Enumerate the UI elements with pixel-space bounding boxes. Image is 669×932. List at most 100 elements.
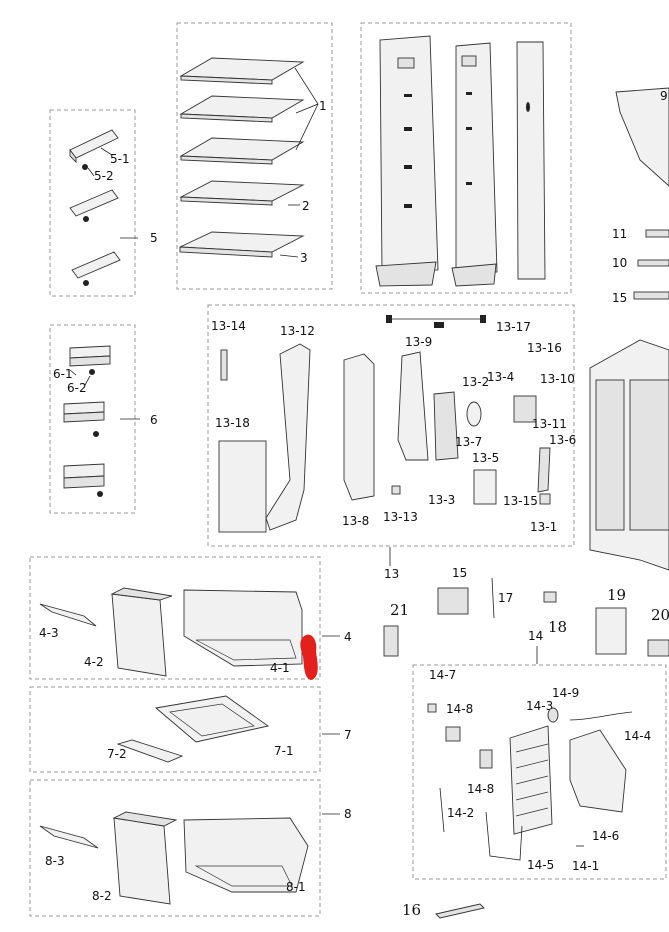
label-13-2: 13-2 — [462, 375, 489, 389]
part-13-17-harness — [386, 315, 486, 328]
label-18: 18 — [548, 618, 567, 636]
part-14-3-evaporator — [509, 725, 553, 835]
part-4-1-crisper-drawer — [183, 589, 303, 667]
label-7: 7 — [344, 728, 352, 742]
label-13-17: 13-17 — [496, 320, 531, 334]
label-10: 10 — [612, 256, 627, 270]
label-14-5: 14-5 — [527, 858, 554, 872]
label-13-3: 13-3 — [428, 493, 455, 507]
label-19: 19 — [607, 586, 626, 604]
door-frame-panel — [451, 42, 498, 287]
label-5-1: 5-1 — [110, 152, 130, 166]
label-14-8-bottom: 14-8 — [467, 782, 494, 796]
label-3: 3 — [300, 251, 308, 265]
label-13-14: 13-14 — [211, 319, 246, 333]
door-bin-6b — [63, 401, 105, 437]
label-5-2: 5-2 — [94, 169, 114, 183]
red-annotation-mark — [300, 634, 318, 680]
part-14-4-wire — [569, 711, 633, 721]
part-18 — [543, 591, 557, 603]
part-4-3-cover — [39, 603, 97, 627]
label-6: 6 — [150, 413, 158, 427]
label-15-top: 15 — [612, 291, 627, 305]
door-bin-6c — [63, 463, 105, 497]
part-8-3-cover — [39, 825, 99, 849]
label-13-8: 13-8 — [342, 514, 369, 528]
label-13-1: 13-1 — [530, 520, 557, 534]
label-14-9: 14-9 — [552, 686, 579, 700]
part-16 — [435, 903, 485, 919]
label-7-2: 7-2 — [107, 747, 127, 761]
label-13-4: 13-4 — [487, 370, 514, 384]
label-21: 21 — [390, 601, 409, 619]
part-14-9 — [547, 707, 559, 723]
door-bin-5c — [71, 251, 121, 286]
glass-shelf-1c — [179, 137, 305, 165]
label-17: 17 — [498, 591, 513, 605]
label-4: 4 — [344, 630, 352, 644]
label-9: 9 — [660, 89, 668, 103]
part-13-12-duct — [265, 343, 311, 531]
part-13-2-fan — [466, 401, 482, 427]
label-14-3: 14-3 — [526, 699, 553, 713]
part-14-5-tube — [485, 811, 523, 861]
label-14: 14 — [528, 629, 543, 643]
label-13-5: 13-5 — [472, 451, 499, 465]
group-box-14 — [412, 664, 667, 880]
group-box-door-panels — [360, 22, 572, 294]
glass-shelf-3 — [179, 231, 305, 258]
door-bin-6a — [69, 345, 111, 375]
part-13-9-fan-housing — [397, 351, 429, 461]
part-13-7 — [433, 391, 459, 461]
label-13-12: 13-12 — [280, 324, 315, 338]
label-13-9: 13-9 — [405, 335, 432, 349]
label-8-1: 8-1 — [286, 880, 306, 894]
label-4-2: 4-2 — [84, 655, 104, 669]
label-1: 1 — [319, 99, 327, 113]
part-7-1-drawer-frame — [154, 695, 270, 743]
label-16: 16 — [402, 901, 421, 919]
label-13-11: 13-11 — [532, 417, 567, 431]
label-20: 20 — [651, 606, 669, 624]
label-6-2: 6-2 — [67, 381, 87, 395]
refrigerator-cabinet — [589, 339, 669, 571]
part-10 — [637, 259, 669, 267]
part-21 — [383, 625, 399, 657]
label-13-10: 13-10 — [540, 372, 575, 386]
part-9-tray — [615, 87, 669, 187]
label-11: 11 — [612, 227, 627, 241]
label-6-1: 6-1 — [53, 367, 73, 381]
part-4-2-panel — [110, 587, 173, 677]
group-box-4 — [29, 556, 321, 680]
label-8-3: 8-3 — [45, 854, 65, 868]
label-14-1: 14-1 — [572, 859, 599, 873]
part-15-bottom — [437, 587, 469, 615]
part-13-1 — [539, 493, 551, 505]
label-13-16: 13-16 — [527, 341, 562, 355]
part-11 — [645, 229, 669, 238]
glass-shelf-2 — [179, 180, 305, 206]
group-box-13 — [207, 304, 575, 547]
label-4-3: 4-3 — [39, 626, 59, 640]
part-14-6-cover — [569, 729, 627, 813]
part-13-18-pcb — [218, 440, 267, 533]
part-8-1-freezer-basket — [183, 817, 309, 893]
label-13-6: 13-6 — [549, 433, 576, 447]
part-7-2-cover — [116, 739, 184, 763]
group-box-7 — [29, 686, 321, 773]
part-14-7 — [427, 703, 437, 713]
label-14-7: 14-7 — [429, 668, 456, 682]
label-14-6: 14-6 — [592, 829, 619, 843]
door-liner-panel — [375, 35, 439, 287]
door-gasket-panel — [516, 41, 546, 280]
part-14-8-bottom — [479, 749, 493, 769]
group-box-5 — [49, 109, 136, 297]
label-14-2: 14-2 — [447, 806, 474, 820]
part-13-14 — [220, 349, 228, 381]
label-13: 13 — [384, 567, 399, 581]
label-8-2: 8-2 — [92, 889, 112, 903]
part-15-top — [633, 291, 669, 300]
door-bin-5b — [69, 189, 119, 222]
part-13-8-cover — [343, 353, 375, 501]
